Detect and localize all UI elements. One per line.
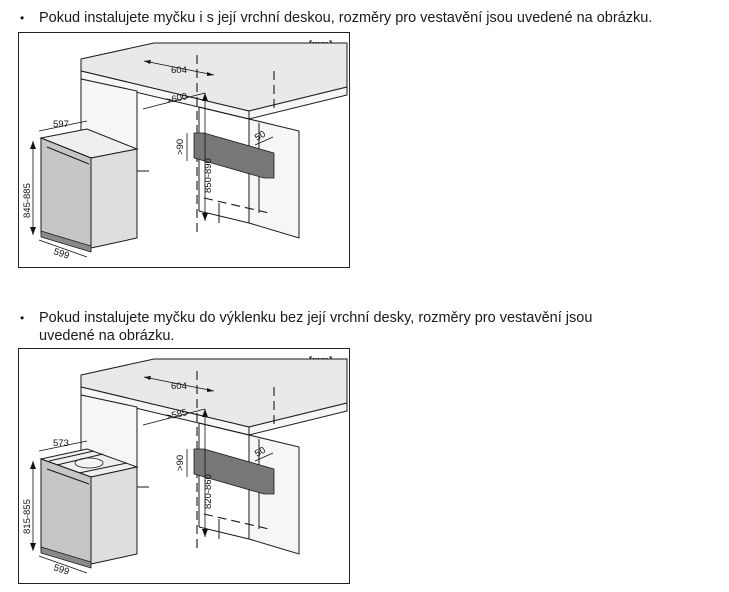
right-cabinet [248,118,300,239]
countertop-right-edge [248,402,348,436]
spray-arm-icon [74,457,104,469]
dishwasher-side [90,466,138,565]
bullet-marker: • [20,11,25,25]
countertop-right-edge [248,86,348,120]
instruction-text-line: Pokud instalujete myčku i s její vrchní … [39,10,653,26]
bullet-marker: • [20,311,25,325]
dishwasher-width-label: 573 [53,438,69,449]
right-cabinet [248,434,300,555]
dishwasher-depth-label: 599 [52,562,70,577]
dishwasher-front [40,458,92,565]
niche-depth-label: >600 [165,91,188,107]
rear-opening-height-label: >90 [175,139,186,155]
dishwasher-plinth [40,546,92,569]
rear-opening-width-label: 50 [253,445,268,460]
instruction-text-line: Pokud instalujete myčku do výklenku bez … [39,310,593,326]
instruction-text-line: uvedené na obrázku. [39,328,175,344]
niche-width-label: 604 [171,381,187,392]
dishwasher-plinth [40,230,92,253]
rear-service-opening [193,132,275,179]
rear-service-opening [193,448,275,495]
installation-diagram: [mm] 604 >585 820-860 >90 50 [22,355,348,578]
dishwasher-height-label: 815-855 [22,499,33,534]
dishwasher-width-label: 597 [53,119,69,130]
installation-diagram: [mm] 604 >600 850-89 [22,39,348,262]
niche-height-label: 850-890 [203,158,214,193]
installation-figure-with-worktop: [mm] 604 >600 850-89 [18,32,350,268]
niche-height-label: 820-860 [203,474,214,509]
niche-width-label: 604 [171,65,187,76]
rear-opening-height-label: >90 [175,455,186,471]
dishwasher-side [90,148,138,249]
dishwasher-height-label: 845-885 [22,183,33,218]
dishwasher-depth-label: 599 [52,246,70,261]
rear-opening-width-label: 50 [253,129,268,144]
niche-depth-label: >585 [165,407,188,423]
installation-figure-without-worktop: [mm] 604 >585 820-860 >90 50 [18,348,350,584]
